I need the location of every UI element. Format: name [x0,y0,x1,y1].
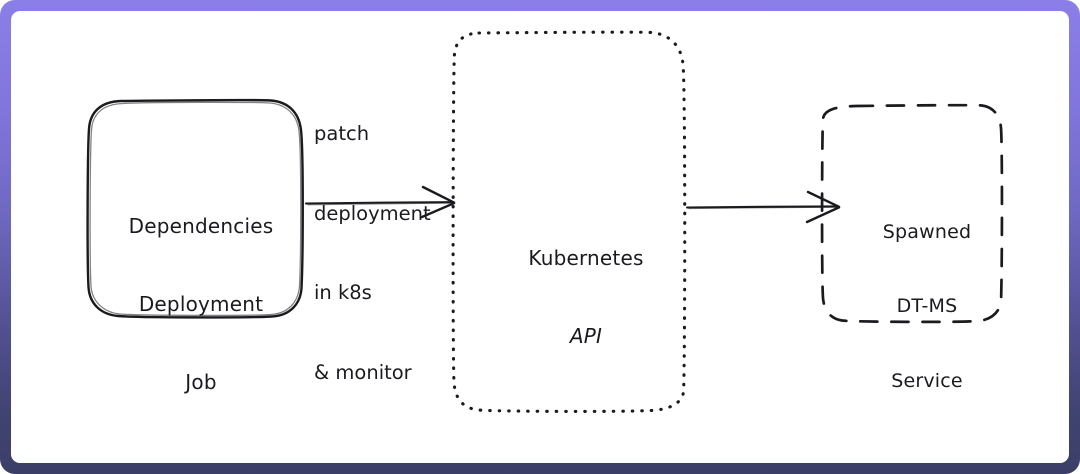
edge-deps-to-k8s[interactable] [304,185,456,219]
node-dependencies-deployment-job[interactable] [86,98,304,319]
node-spawned-dt-ms-service[interactable] [820,103,1004,324]
node-kubernetes-api-border [451,30,687,413]
edge-deps-to-k8s-line [304,201,453,205]
edge-k8s-to-service-line-sketch-overlay [688,206,838,210]
edge-deps-to-k8s-line-sketch-overlay [307,202,453,206]
node-kubernetes-api[interactable] [451,30,687,413]
edge-k8s-to-service-arrowhead [805,190,841,224]
edge-k8s-to-service[interactable] [685,190,841,224]
node-dependencies-deployment-job-border [86,98,304,319]
diagram-vector-art [86,30,1004,413]
whiteboard-canvas: Dependencies Deployment Job Kubernetes A… [11,11,1069,463]
node-spawned-dt-ms-service-border [820,103,1004,324]
edge-deps-to-k8s-arrowhead [420,185,456,219]
node-dependencies-deployment-job-border-sketch-overlay [89,101,302,317]
